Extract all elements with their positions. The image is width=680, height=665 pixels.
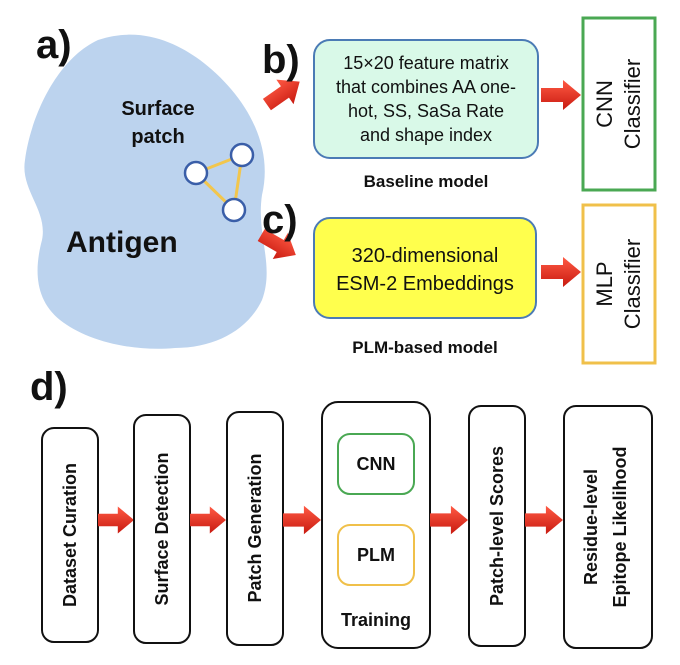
training-cnn-label: CNN	[357, 454, 396, 474]
esm-embedding-box	[313, 217, 537, 319]
residue-likelihood-line2: Epitope Likelihood	[610, 447, 630, 608]
patch-node	[229, 142, 255, 168]
pipeline-arrow-5	[525, 505, 563, 535]
training-plm-box	[337, 524, 415, 586]
panel-label-c: c)	[262, 198, 298, 242]
feature-matrix-line3: hot, SS, SaSa Rate	[348, 101, 504, 121]
pipeline-arrow-4	[430, 505, 468, 535]
cnn-classifier-line2: Classifier	[620, 59, 645, 149]
esm-embedding-line1: 320-dimensional	[352, 245, 499, 267]
patch-node	[183, 160, 209, 186]
training-cnn-box	[337, 433, 415, 495]
cnn-classifier-line1: CNN	[592, 80, 617, 128]
baseline-model-label: Baseline model	[364, 172, 489, 191]
pipeline-arrow-3	[283, 505, 321, 535]
surface-patch-label-line1: Surface	[121, 98, 194, 120]
panel-label-b: b)	[262, 38, 300, 82]
panel-label-d: d)	[30, 365, 68, 409]
plm-model-label: PLM-based model	[352, 338, 497, 357]
patch-level-scores-label: Patch-level Scores	[487, 446, 507, 606]
pipeline-arrow-1	[98, 506, 134, 534]
feature-matrix-box	[313, 39, 539, 159]
dataset-curation-box	[41, 427, 99, 643]
pipeline-arrow-2	[190, 506, 226, 534]
surface-detection-box	[133, 414, 191, 644]
surface-detection-label: Surface Detection	[152, 452, 172, 605]
cnn-classifier-box	[581, 16, 657, 192]
residue-likelihood-box	[563, 405, 653, 649]
patch-node	[221, 197, 247, 223]
training-label: Training	[341, 610, 411, 630]
antigen-label: Antigen	[66, 226, 178, 259]
surface-patch-label-line2: patch	[131, 126, 184, 148]
mlp-classifier-box	[581, 203, 657, 365]
patch-generation-label: Patch Generation	[245, 453, 265, 602]
feature-matrix-line1: 15×20 feature matrix	[343, 53, 509, 73]
antigen-blob	[24, 34, 267, 349]
patch-generation-box	[226, 411, 284, 646]
esm-embedding-line2: ESM-2 Embeddings	[336, 273, 514, 295]
feature-matrix-line4: and shape index	[360, 125, 492, 145]
mlp-classifier-line1: MLP	[592, 261, 617, 306]
arrow-to-cnn-classifier	[541, 80, 581, 110]
feature-matrix-line2: that combines AA one-	[336, 77, 516, 97]
training-plm-label: PLM	[357, 545, 395, 565]
panel-label-a: a)	[36, 23, 72, 67]
residue-likelihood-line1: Residue-level	[581, 469, 601, 585]
dataset-curation-label: Dataset Curation	[60, 463, 80, 607]
arrow-to-mlp-classifier	[541, 257, 581, 287]
mlp-classifier-line2: Classifier	[620, 239, 645, 329]
